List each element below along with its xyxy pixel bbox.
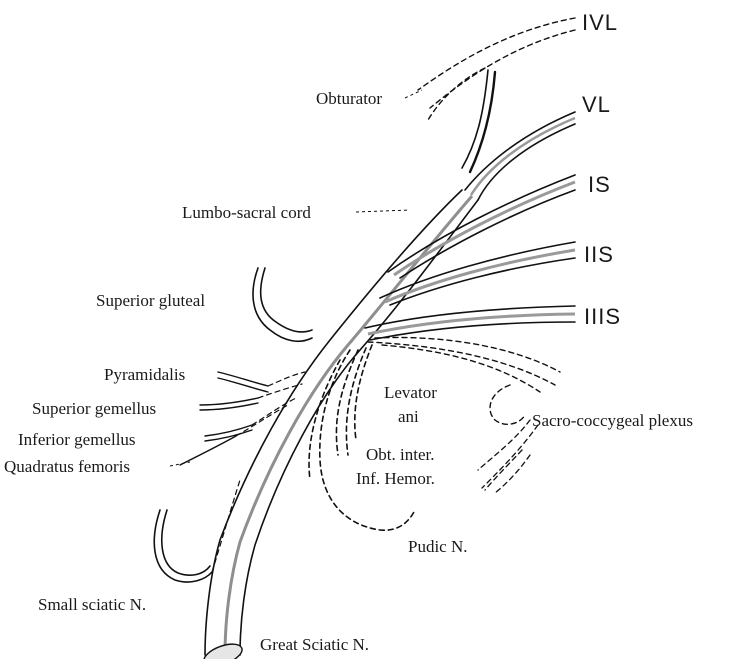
label-small-sciatic-n: Small sciatic N. [38, 595, 146, 614]
muscular-branches [180, 372, 305, 465]
lumbo-sacral-cord [205, 190, 478, 655]
vl-nerve [462, 70, 575, 200]
label-iis: IIS [584, 242, 614, 267]
ivl-nerve [418, 18, 575, 108]
label-inf-hemor: Inf. Hemor. [356, 469, 435, 488]
label-iiis: IIIS [584, 304, 621, 329]
label-vl: VL [582, 92, 611, 117]
label-sacro-coccygeal-plexus: Sacro-coccygeal plexus [532, 411, 693, 430]
label-inferior-gemellus: Inferior gemellus [18, 430, 136, 449]
label-levator-line2: ani [398, 407, 419, 426]
sacro-coccygeal-plexus-shape [478, 385, 538, 493]
great-sciatic-cut-end [201, 640, 245, 659]
label-ivl: IVL [582, 10, 618, 35]
label-superior-gluteal: Superior gluteal [96, 291, 205, 310]
label-levator-line1: Levator [384, 383, 437, 402]
label-pudic-n: Pudic N. [408, 537, 468, 556]
small-sciatic-nerve [154, 480, 240, 582]
iis-nerve [380, 242, 575, 305]
label-lumbo-sacral-cord: Lumbo-sacral cord [182, 203, 311, 222]
iiis-nerve [365, 306, 575, 340]
label-superior-gemellus: Superior gemellus [32, 399, 156, 418]
label-is: IS [588, 172, 611, 197]
label-obturator: Obturator [316, 89, 382, 108]
superior-gluteal-nerve [253, 268, 312, 341]
label-obt-inter: Obt. inter. [366, 445, 434, 464]
label-great-sciatic-n: Great Sciatic N. [260, 635, 369, 654]
obturator-nerve [428, 68, 485, 120]
label-quadratus-femoris: Quadratus femoris [4, 457, 130, 476]
label-pyramidalis: Pyramidalis [104, 365, 185, 384]
